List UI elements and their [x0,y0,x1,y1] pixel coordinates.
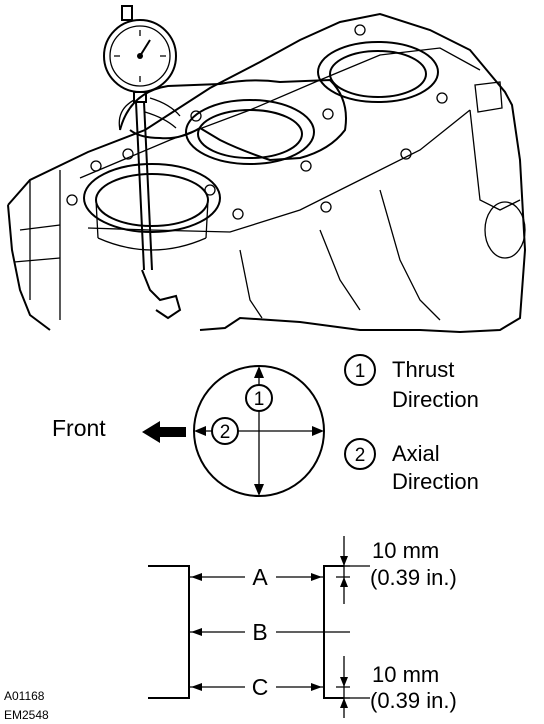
marker-2-in-diagram: 2 [211,417,239,445]
svg-text:Direction: Direction [392,387,479,412]
svg-text:1: 1 [254,389,265,410]
engine-block-illustration [7,12,527,334]
svg-text:2: 2 [355,445,366,466]
position-a: A [190,564,323,590]
svg-text:Thrust: Thrust [392,357,454,382]
svg-text:A: A [252,564,268,590]
svg-text:B: B [252,619,267,645]
legend-item-thrust: 1 Thrust Direction [344,354,479,412]
front-label: Front [52,415,106,441]
svg-text:10 mm: 10 mm [372,538,439,563]
svg-text:EM2548: EM2548 [4,708,49,722]
position-c: C [190,674,323,700]
hand-holding-gauge [118,78,347,162]
cylinder-bore-3 [317,41,439,103]
legend-item-axial: 2 Axial Direction [344,438,479,494]
svg-text:C: C [252,674,269,700]
front-arrow-icon [142,421,186,443]
position-b: B [190,619,350,645]
svg-text:10 mm: 10 mm [372,662,439,687]
svg-text:2: 2 [220,422,231,443]
cylinder-bore-2 [185,99,315,165]
marker-1-in-diagram: 1 [245,384,273,412]
svg-text:(0.39 in.): (0.39 in.) [370,565,457,590]
cylinder-bore-1 [83,163,221,251]
bottom-offset-dimension: 10 mm (0.39 in.) [336,656,457,718]
bolt-holes [66,24,448,220]
svg-text:(0.39 in.): (0.39 in.) [370,688,457,713]
bore-direction-diagram: Front 1 2 [52,365,325,497]
svg-text:Direction: Direction [392,469,479,494]
measurement-position-diagram: A B C 10 mm (0.39 in.) [148,536,457,718]
dial-bore-gauge [103,5,182,320]
svg-text:1: 1 [355,361,366,382]
svg-text:Axial: Axial [392,441,440,466]
figure-codes: A01168 EM2548 [4,689,49,722]
top-offset-dimension: 10 mm (0.39 in.) [336,536,457,604]
svg-text:A01168: A01168 [4,689,45,703]
legend: 1 Thrust Direction 2 Axial Direction [344,354,479,494]
